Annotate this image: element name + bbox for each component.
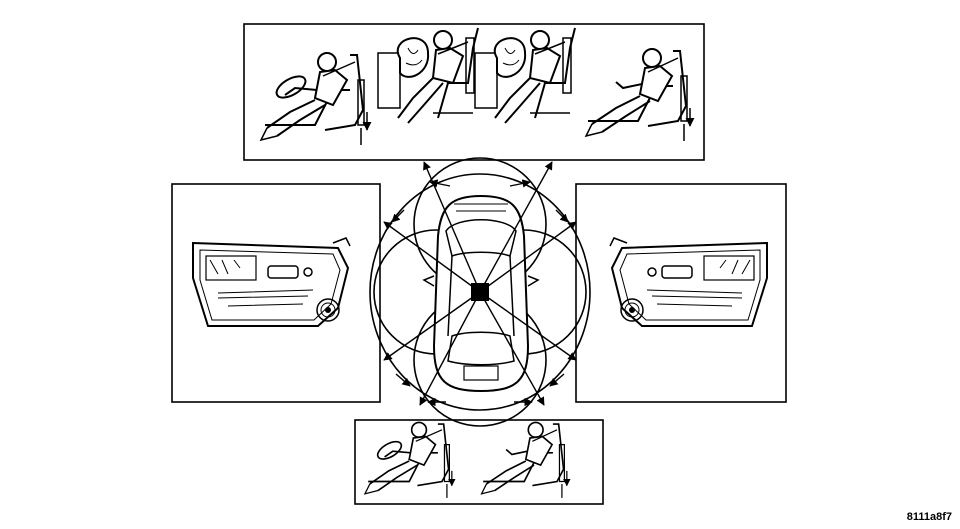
arc-arrows [391,179,569,407]
bottom-panel [354,419,604,505]
figure-reference-code: 8111a8f7 [906,511,952,523]
airbag-control-module-sensor [471,283,489,301]
radial-line-bottom-left [419,291,481,406]
left-panel [171,183,381,403]
zone-outer-ring [369,173,591,411]
radial-line-lower-left [383,291,481,361]
radial-line-bottom-right [479,291,545,406]
radial-line-upper-right [479,221,577,293]
radial-line-upper-left [383,221,481,293]
radial-line-lower-right [479,291,577,361]
top-panel [243,23,705,161]
right-panel [575,183,787,403]
radial-line-top-right [479,161,553,293]
bottom-panel-frame [354,419,604,505]
door-trim-side-airbag-left-icon [192,237,351,327]
door-trim-side-airbag-right-icon [609,237,768,327]
radial-lines [383,161,577,406]
